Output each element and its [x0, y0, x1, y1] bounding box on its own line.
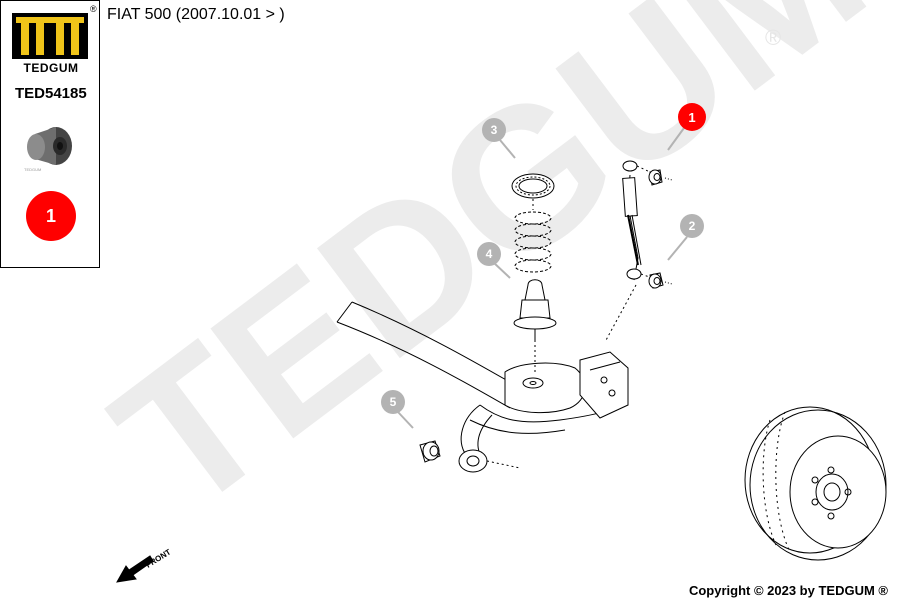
part-info-panel: ® TEDGUM TED54185 TEDGUM 1 — [0, 0, 100, 268]
callout-1-label: 1 — [688, 109, 696, 125]
shock-absorber — [604, 160, 653, 343]
part-4-bump-stop — [513, 279, 557, 372]
copyright-notice: Copyright © 2023 by TEDGUM ® — [688, 583, 888, 598]
callout-5[interactable]: 5 — [381, 390, 405, 414]
callout-5-label: 5 — [389, 395, 397, 409]
part-thumbnail[interactable]: TEDGUM — [21, 121, 76, 173]
arm-bush-eye — [458, 449, 521, 473]
callout-4[interactable]: 4 — [477, 242, 501, 266]
front-label: FRONT — [144, 547, 172, 569]
front-arrow — [116, 555, 154, 583]
callout-3[interactable]: 3 — [482, 118, 506, 142]
callout-2[interactable]: 2 — [680, 214, 704, 238]
callout-leaders — [397, 127, 688, 429]
thumb-caption: TEDGUM — [24, 167, 41, 172]
coil-spring — [514, 211, 552, 273]
selected-position-badge: 1 — [26, 191, 76, 241]
selected-position-label: 1 — [45, 205, 56, 226]
tedgum-logo — [12, 13, 88, 59]
callout-2-label: 2 — [688, 219, 696, 233]
part-2-bushing-lower — [648, 272, 673, 289]
part-1-bushing-upper — [648, 169, 673, 186]
callout-3-label: 3 — [490, 123, 498, 137]
watermark-reg-mark: ® — [765, 25, 781, 50]
reg-mark: ® — [90, 4, 97, 14]
callout-1[interactable]: 1 — [678, 103, 706, 131]
part-3-spring-seat — [511, 173, 555, 210]
brand-name: TEDGUM — [23, 61, 79, 75]
vehicle-title: FIAT 500 (2007.10.01 > ) — [107, 6, 285, 23]
part-number: TED54185 — [15, 85, 87, 102]
callout-4-label: 4 — [485, 247, 493, 261]
axle-beam — [336, 301, 629, 459]
part-5-bushing — [419, 440, 441, 463]
wheel — [744, 406, 887, 561]
